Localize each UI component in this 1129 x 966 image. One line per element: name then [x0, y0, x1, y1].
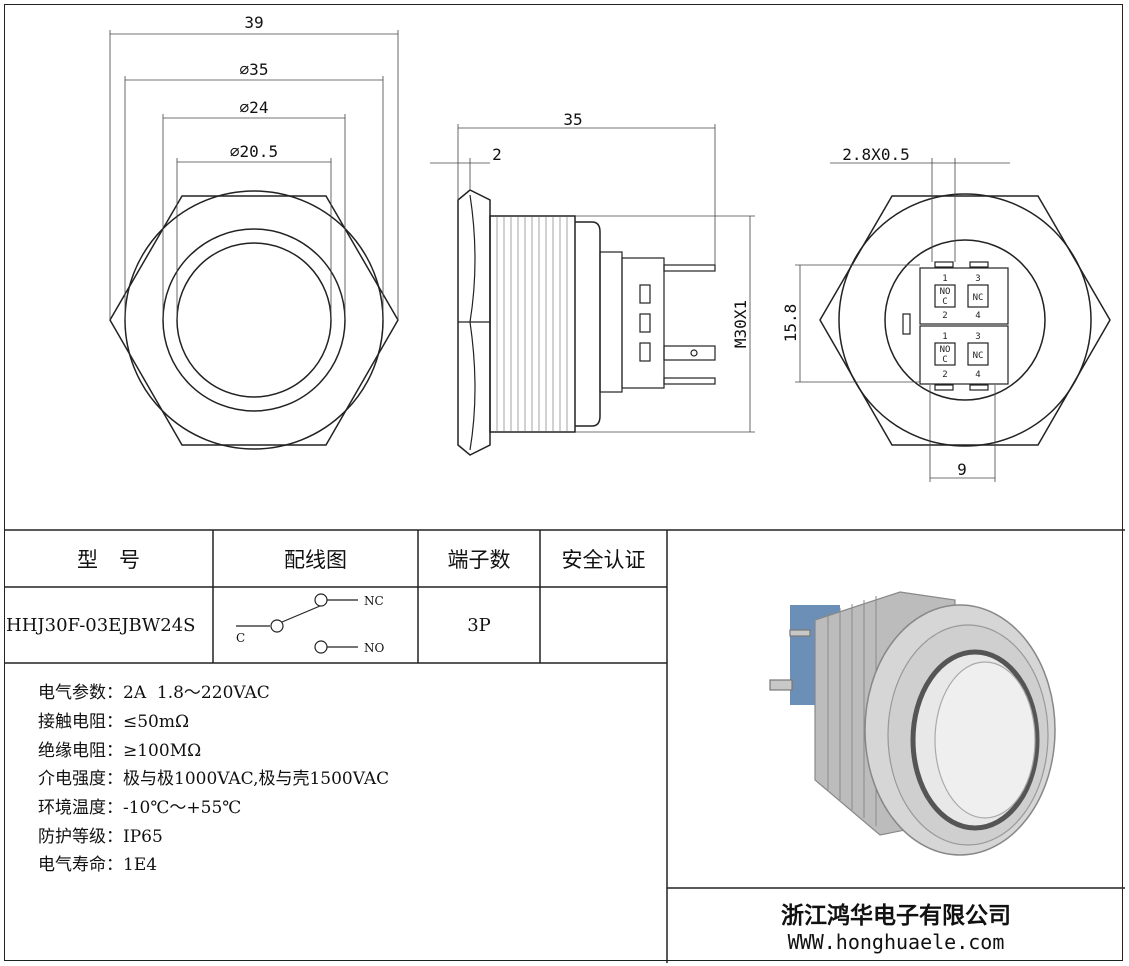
spec-protection: 防护等级：IP65 — [38, 827, 163, 847]
terminal-4-label: 4 — [975, 311, 980, 321]
spec-life: 电气寿命：1E4 — [38, 855, 158, 875]
company-name: 浙江鸿华电子有限公司 — [781, 902, 1011, 929]
terminal-1-label: 1 — [942, 332, 947, 342]
header-model: 型 号 — [77, 547, 140, 572]
terminal-3-label: 3 — [975, 332, 980, 342]
wiring-label-nc: NC — [364, 594, 384, 608]
side-view: 35 2 M30X1 — [430, 110, 755, 456]
spec-insulation-resistance: 绝缘电阻：≥100MΩ — [38, 741, 202, 761]
dim-35: 35 — [563, 110, 582, 129]
dim-2-8x0-5: 2.8X0.5 — [842, 145, 909, 164]
drawing-frame — [4, 4, 1123, 961]
terminal-no-label: NO — [940, 287, 951, 297]
terminal-nc-label: NC — [973, 293, 984, 303]
spec-electrical: 电气参数：2A 1.8～220VAC — [38, 683, 270, 703]
dim-2: 2 — [492, 145, 502, 164]
dim-dia-20-5: ⌀20.5 — [230, 142, 278, 161]
terminal-nc-label: NC — [973, 351, 984, 361]
terminal-4-label: 4 — [975, 370, 980, 380]
table-grid — [4, 529, 1125, 963]
spec-contact-resistance: 接触电阻：≤50mΩ — [38, 712, 190, 732]
terminal-c-label: C — [942, 297, 947, 307]
header-certification: 安全认证 — [561, 547, 646, 572]
rear-view: 1 3 NO NC C 2 4 1 3 NO NC C 2 4 2.8X0.5 … — [781, 145, 1111, 482]
product-photo — [769, 591, 1056, 856]
dim-m30x1: M30X1 — [731, 300, 750, 348]
wiring-label-c: C — [236, 631, 245, 645]
terminal-2-label: 2 — [942, 370, 947, 380]
dim-dia-35: ⌀35 — [240, 60, 269, 79]
spec-dielectric-strength: 介电强度：极与极1000VAC,极与壳1500VAC — [38, 769, 390, 789]
header-terminals: 端子数 — [447, 547, 511, 572]
dim-dia-24: ⌀24 — [240, 98, 269, 117]
certification-value — [540, 587, 667, 663]
dim-9: 9 — [957, 460, 967, 479]
wiring-label-no: NO — [364, 641, 385, 655]
terminal-no-label: NO — [940, 345, 951, 355]
terminal-c-label: C — [942, 355, 947, 365]
model-number: HHJ30F-03EJBW24S — [6, 614, 196, 636]
dim-39: 39 — [244, 13, 263, 32]
wiring-diagram: C NC NO — [236, 593, 385, 655]
spec-temperature: 环境温度：-10℃～+55℃ — [38, 798, 242, 818]
header-wiring: 配线图 — [284, 547, 347, 572]
company-website: WWW.honghuaele.com — [787, 930, 1005, 954]
front-view: 39 ⌀35 ⌀24 ⌀20.5 — [109, 13, 399, 450]
terminal-3-label: 3 — [975, 274, 980, 284]
terminal-count: 3P — [467, 614, 491, 636]
terminal-1-label: 1 — [942, 274, 947, 284]
terminal-2-label: 2 — [942, 311, 947, 321]
dim-15-8: 15.8 — [781, 304, 800, 343]
